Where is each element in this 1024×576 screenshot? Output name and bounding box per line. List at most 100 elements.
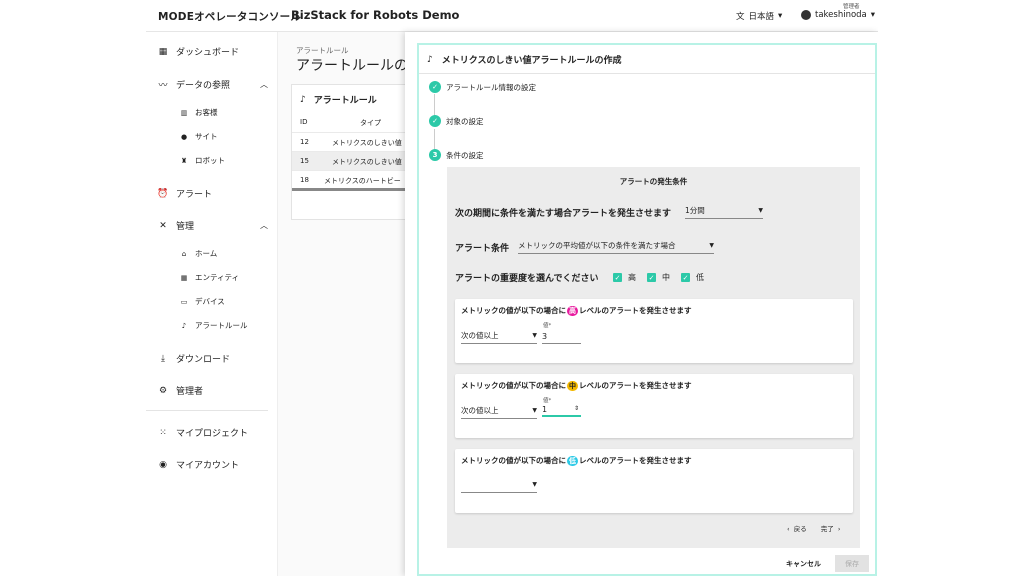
card-title-prefix: メトリックの値が以下の場合に — [461, 306, 566, 315]
caret-down-icon: ▼ — [532, 407, 537, 414]
bell-icon: ♪ — [300, 94, 306, 105]
sidebar-item-my-project[interactable]: ⁙ マイプロジェクト — [158, 426, 268, 440]
sidebar-item-my-account[interactable]: ◉ マイアカウント — [158, 458, 268, 472]
alarm-icon: ⏰ — [157, 188, 169, 199]
sidebar-item-label: アラートルール — [195, 321, 248, 330]
checkbox-label: 高 — [628, 273, 636, 282]
column-header-type: タイプ — [360, 119, 381, 127]
period-value: 1分間 — [685, 206, 705, 215]
grid-icon: ▦ — [180, 273, 188, 282]
save-button[interactable]: 保存 — [835, 555, 869, 572]
sidebar-item-admin[interactable]: ✕ 管理 ︿ — [158, 219, 268, 233]
severity-mid-checkbox[interactable]: ✓ 中 — [647, 272, 670, 283]
operator-value: 次の値以上 — [461, 406, 499, 415]
sidebar-item-device[interactable]: ▭ デバイス — [180, 296, 225, 307]
cancel-button[interactable]: キャンセル — [786, 560, 821, 568]
sidebar-item-label: マイアカウント — [176, 461, 240, 471]
card-title-suffix: レベルのアラートを発生させます — [579, 306, 692, 315]
language-label: 日本語 — [748, 12, 775, 22]
operator-select[interactable]: 次の値以上 ▼ — [461, 330, 537, 344]
account-icon: ◉ — [159, 459, 167, 470]
sidebar-item-alert-rule[interactable]: ♪ アラートルール — [180, 320, 248, 331]
step-3[interactable]: 3 条件の設定 — [429, 149, 484, 161]
chevron-up-icon: ︿ — [260, 80, 268, 89]
sidebar-item-label: デバイス — [195, 297, 225, 306]
level-badge-high: 高 — [567, 305, 578, 316]
sidebar-item-data-ref[interactable]: 〰 データの参照 ︿ — [158, 78, 268, 91]
condition-label: アラート条件 — [455, 244, 510, 254]
step-2[interactable]: ✓ 対象の設定 — [429, 115, 484, 127]
brand-logo[interactable]: MODEオペレータコンソール — [158, 11, 302, 23]
back-button[interactable]: ‹ 戻る — [787, 525, 807, 533]
row-type: メトリクスのしきい値 — [332, 158, 402, 166]
page-title: アラートルールの — [296, 58, 408, 74]
language-selector[interactable]: 文 日本語 ▾ — [736, 10, 782, 22]
sidebar-item-sites[interactable]: ● サイト — [180, 131, 218, 142]
high-level-card: メトリックの値が以下の場合に 高 レベルのアラートを発生させます 次の値以上 ▼… — [455, 299, 853, 363]
sidebar-item-entity[interactable]: ▦ エンティティ — [180, 272, 239, 283]
table-row[interactable]: 18 メトリクスのハートビー — [292, 170, 417, 189]
card-title: メトリックの値が以下の場合に 中 レベルのアラートを発生させます — [461, 380, 692, 391]
value-input[interactable]: 3 — [542, 332, 581, 344]
check-icon: ✓ — [429, 81, 441, 93]
header-divider — [419, 73, 875, 74]
step-connector — [434, 129, 435, 151]
stepper-icon[interactable]: ⇕ — [573, 405, 579, 412]
value-input: 1 — [542, 405, 548, 414]
checkbox-checked-icon: ✓ — [613, 273, 622, 282]
sidebar-item-alert[interactable]: ⏰ アラート — [157, 187, 268, 201]
sidebar-item-administrator[interactable]: ⚙ 管理者 — [158, 384, 268, 398]
sidebar-item-label: 管理者 — [176, 387, 204, 397]
breadcrumb[interactable]: アラートルール — [296, 46, 349, 55]
building-icon: ▥ — [180, 108, 188, 117]
sidebar-item-customers[interactable]: ▥ お客様 — [180, 107, 218, 118]
caret-down-icon: ▼ — [709, 242, 714, 249]
low-level-card: メトリックの値が以下の場合に 低 レベルのアラートを発生させます ▼ — [455, 449, 853, 513]
checkbox-checked-icon: ✓ — [647, 273, 656, 282]
card-title: メトリックの値が以下の場合に 高 レベルのアラートを発生させます — [461, 305, 692, 316]
table-row[interactable]: 15 メトリクスのしきい値 — [292, 151, 417, 170]
sidebar-item-download[interactable]: ⤓ ダウンロード — [158, 352, 268, 366]
table-row[interactable]: 12 メトリクスのしきい値 — [292, 132, 417, 151]
horizontal-scrollbar[interactable] — [292, 188, 417, 191]
app-frame: MODEオペレータコンソール BizStack for Robots Demo … — [146, 0, 878, 576]
caret-down-icon: ▾ — [870, 10, 876, 20]
row-type: メトリクスのしきい値 — [332, 139, 402, 147]
back-label: 戻る — [793, 525, 807, 533]
severity-high-checkbox[interactable]: ✓ 高 — [613, 272, 636, 283]
sidebar-item-home[interactable]: ⌂ ホーム — [180, 248, 218, 259]
dialog-header: ♪ メトリクスのしきい値アラートルールの作成 — [427, 53, 622, 67]
value-stepper[interactable]: 1 ⇕ — [542, 405, 581, 417]
sidebar-item-label: ホーム — [195, 249, 218, 258]
account-icon — [801, 10, 811, 20]
caret-down-icon: ▼ — [532, 332, 537, 339]
finish-button[interactable]: 完了 › — [820, 525, 841, 533]
tools-icon: ✕ — [159, 220, 167, 231]
sidebar-item-label: 管理 — [176, 222, 195, 232]
sidebar-item-dashboard[interactable]: ▦ ダッシュボード — [158, 45, 268, 59]
user-role: 管理者 — [843, 4, 860, 10]
period-select[interactable]: 1分間 ▼ — [685, 205, 763, 219]
severity-low-checkbox[interactable]: ✓ 低 — [681, 272, 704, 283]
laptop-icon: ▭ — [180, 297, 188, 306]
severity-label: アラートの重要度を選んでください — [455, 274, 599, 284]
card-title-prefix: メトリックの値が以下の場合に — [461, 381, 566, 390]
sidebar-item-label: サイト — [195, 132, 218, 141]
bell-icon: ♪ — [427, 54, 433, 65]
top-bar: MODEオペレータコンソール BizStack for Robots Demo … — [146, 0, 878, 32]
sidebar-item-label: ダウンロード — [176, 355, 231, 365]
checkbox-label: 中 — [662, 273, 670, 282]
sidebar-item-robots[interactable]: ♜ ロボット — [180, 155, 225, 166]
chart-line-icon: 〰 — [158, 81, 168, 91]
operator-select[interactable]: 次の値以上 ▼ — [461, 405, 537, 419]
home-icon: ⌂ — [181, 249, 187, 258]
panel-title: アラートの発生条件 — [619, 177, 688, 186]
user-menu[interactable]: takeshinoda ▾ — [801, 10, 875, 20]
operator-select[interactable]: ▼ — [461, 479, 537, 493]
step-1[interactable]: ✓ アラートルール情報の設定 — [429, 81, 536, 93]
checkbox-checked-icon: ✓ — [681, 273, 690, 282]
dialog-title: メトリクスのしきい値アラートルールの作成 — [441, 56, 622, 66]
sidebar-divider — [146, 410, 268, 411]
condition-select[interactable]: メトリックの平均値が以下の条件を満たす場合 ▼ — [518, 240, 714, 254]
dashboard-icon: ▦ — [158, 46, 168, 57]
